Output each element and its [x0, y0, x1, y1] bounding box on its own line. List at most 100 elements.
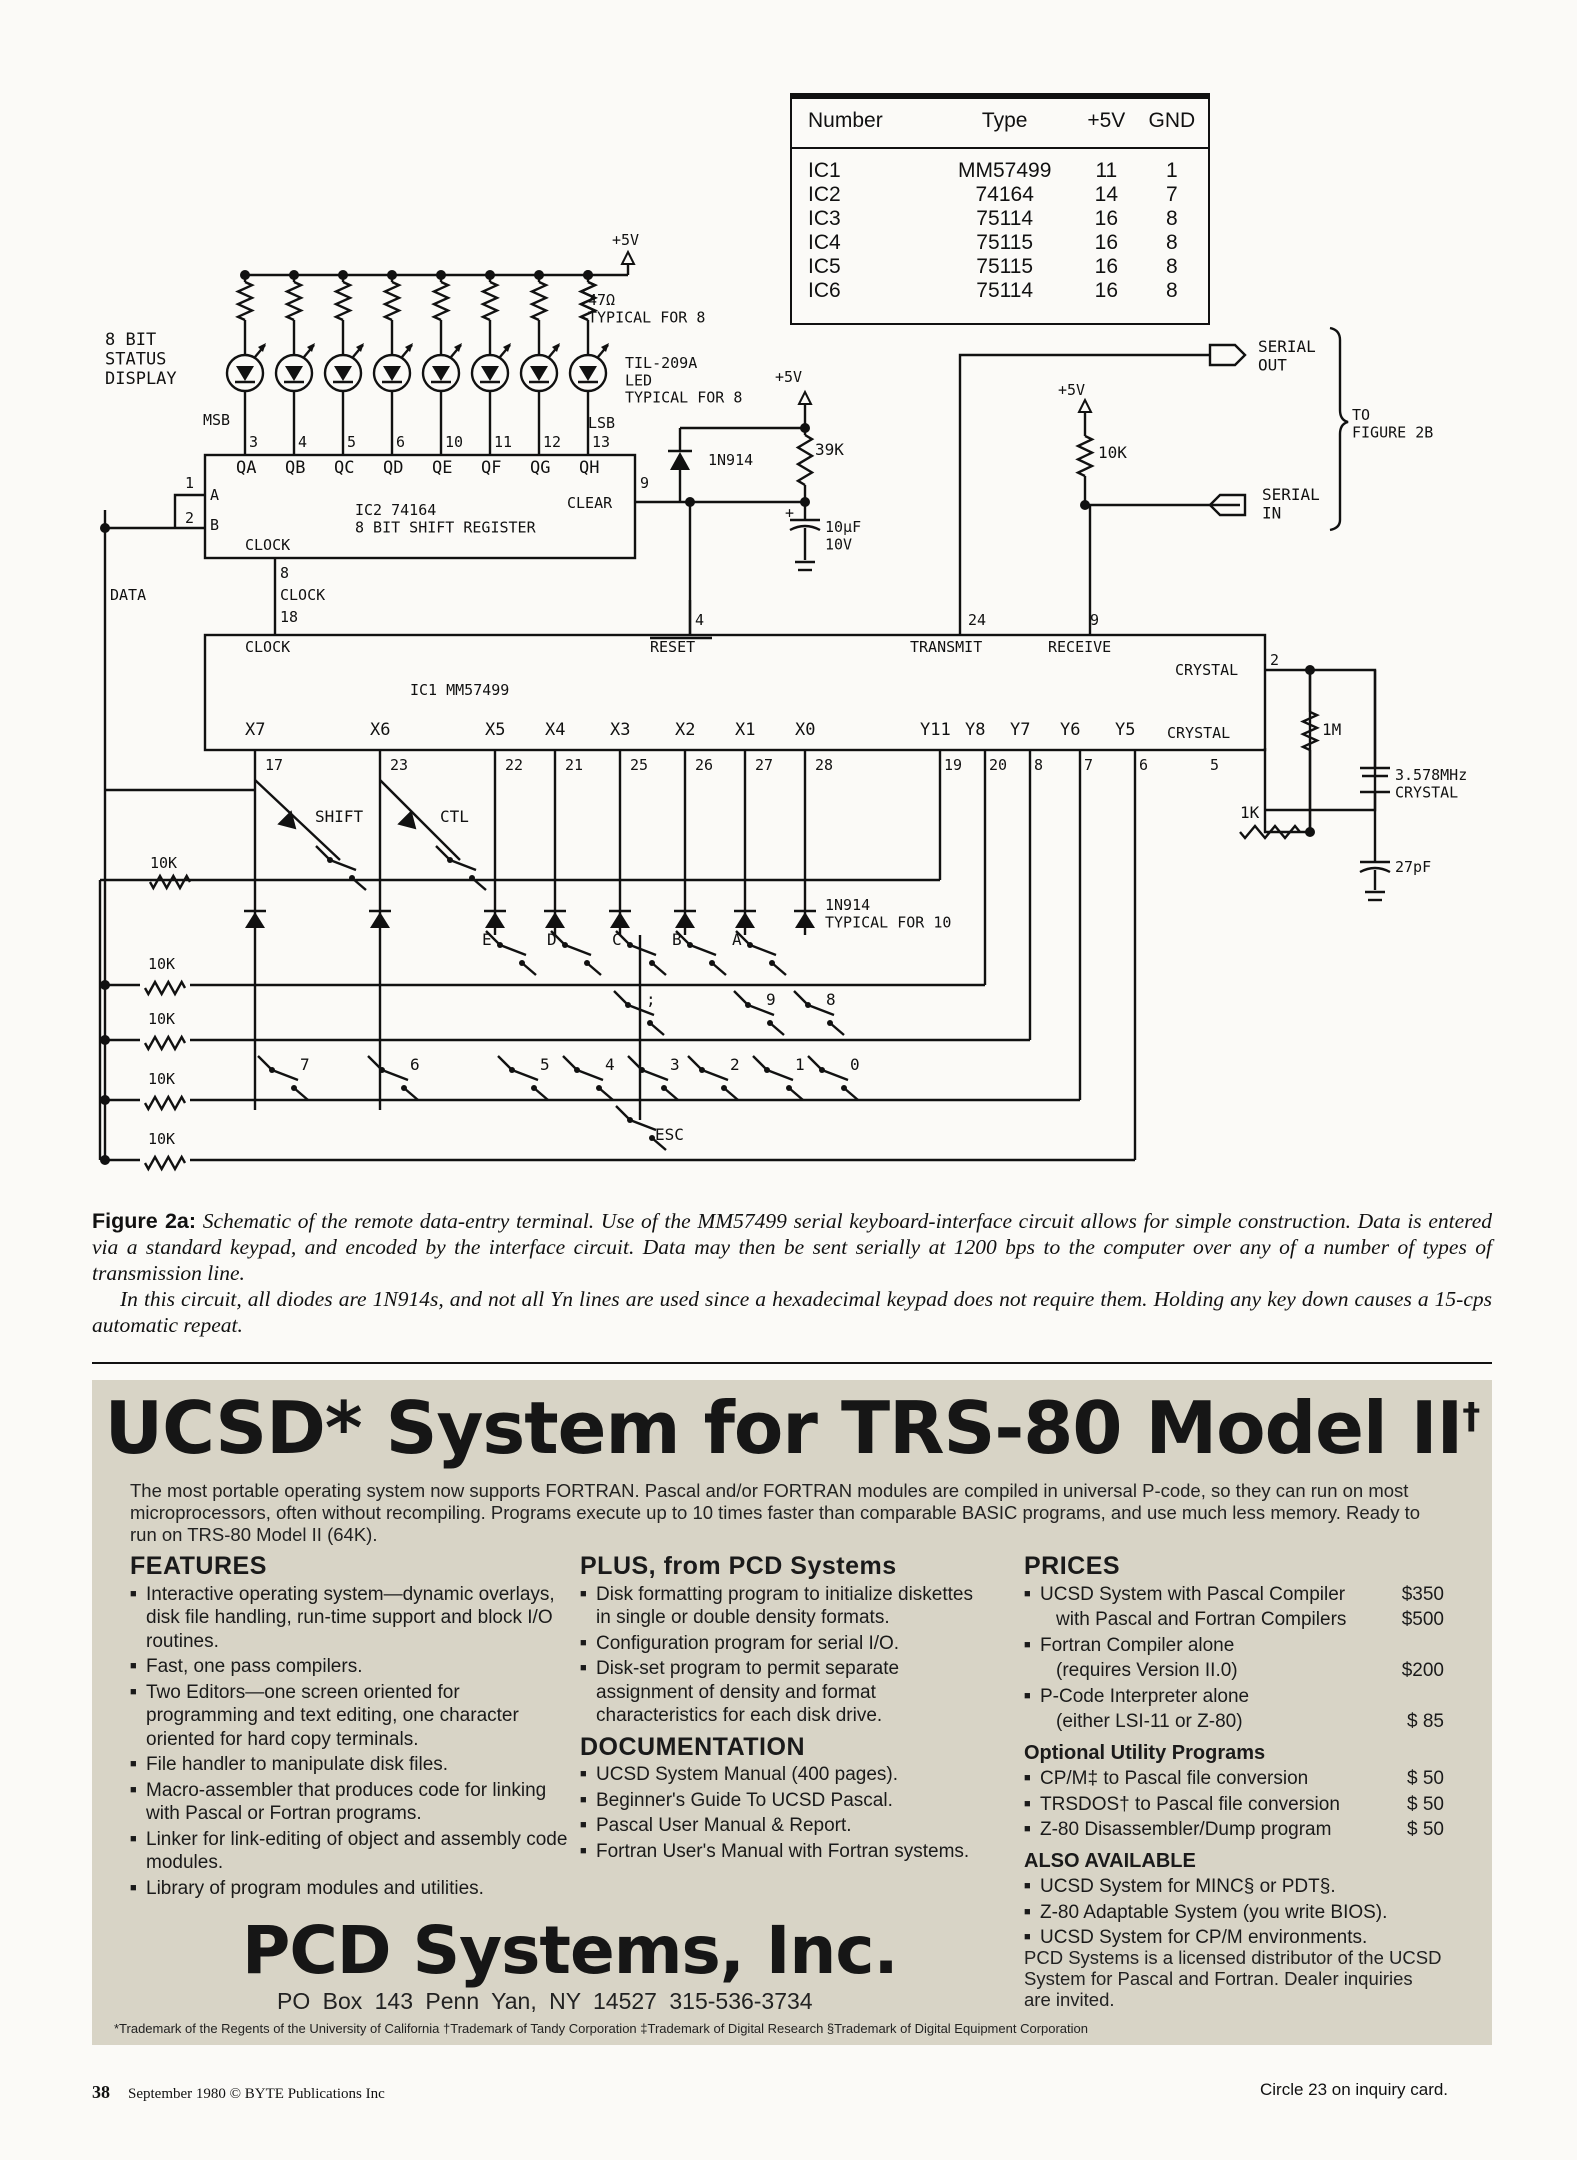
- resistor: [143, 979, 187, 997]
- ic1-crystal-label: CRYSTAL: [1175, 661, 1238, 679]
- shift-key-label: SHIFT: [315, 807, 364, 826]
- led: [334, 366, 352, 381]
- key-switch: [564, 943, 592, 957]
- wire: [254, 779, 341, 861]
- pin-table-cell: 16: [1094, 231, 1119, 254]
- ic1-pin-4: 4: [695, 611, 704, 629]
- wire: [1263, 748, 1310, 834]
- ic1-x-label: X7: [245, 720, 265, 740]
- list-item: (either LSI-11 or Z-80)$ 85: [1056, 1711, 1444, 1732]
- resistor: [1075, 434, 1095, 478]
- wire: [635, 500, 692, 635]
- key-label: 6: [410, 1055, 420, 1074]
- vcc-arrow: [620, 249, 636, 265]
- pin-table-cell: 14: [1094, 183, 1119, 206]
- key-switch: [533, 1087, 549, 1101]
- wire: [680, 405, 807, 430]
- pin-table-header: GND: [1135, 99, 1208, 149]
- key-switch: [701, 1068, 729, 1082]
- led: [323, 353, 363, 393]
- sr-output-label: QE: [432, 458, 452, 478]
- led: [356, 343, 364, 352]
- junction-dot: [100, 1035, 110, 1045]
- key-switch: [629, 1118, 657, 1132]
- pin-table-header: Number: [792, 99, 933, 149]
- ic2-shift-register: [203, 453, 637, 560]
- junction-dot: [800, 423, 810, 433]
- key-switch: [723, 1087, 739, 1101]
- ic1-y-pin: 7: [1084, 756, 1093, 774]
- key-switch: [293, 1087, 309, 1101]
- ic1-x-label: X5: [485, 720, 505, 740]
- key-switch: [829, 1022, 845, 1036]
- sr-output-label: QC: [334, 458, 354, 478]
- wire: [173, 493, 205, 505]
- junction-dot: [485, 270, 495, 280]
- diode-label: 1N914: [708, 451, 753, 469]
- ic1-y-label: Y6: [1060, 720, 1080, 740]
- junction-dot: [1305, 827, 1315, 837]
- capacitor-27pf-label: 27pF: [1395, 858, 1431, 876]
- list-item: CP/M‡ to Pascal file conversion$ 50: [1024, 1767, 1444, 1791]
- list-item: Fortran Compiler alone: [1024, 1634, 1444, 1658]
- led: [519, 353, 559, 393]
- key-switch: [615, 930, 631, 946]
- led: [579, 366, 597, 381]
- list-item: Disk-set program to permit separate assi…: [580, 1657, 992, 1728]
- ic1-y-label: Y11: [920, 720, 951, 740]
- ic1-receive-label: RECEIVE: [1048, 638, 1111, 656]
- wire: [379, 779, 461, 861]
- key-switch: [735, 930, 751, 946]
- row-resistor-label: 10K: [148, 1130, 175, 1148]
- caption-label: Figure 2a:: [92, 1209, 197, 1233]
- vcc-arrow: [1077, 397, 1093, 413]
- key-switch: [435, 845, 451, 861]
- bracket: [1329, 326, 1349, 532]
- key-switch: [675, 930, 691, 946]
- list-item: Macro-assembler that produces code for l…: [130, 1779, 572, 1826]
- key-switch: [788, 1087, 804, 1101]
- key-label: 9: [766, 990, 776, 1009]
- junction-dot: [534, 270, 544, 280]
- section-divider: [92, 1362, 1492, 1364]
- key-switch: [687, 1055, 703, 1071]
- list-item: Beginner's Guide To UCSD Pascal.: [580, 1789, 992, 1813]
- pin-table-cell: IC3: [808, 207, 841, 230]
- key-switch: [752, 1055, 768, 1071]
- resistor-1m-label: 1M: [1322, 720, 1341, 739]
- led: [421, 353, 461, 393]
- key-switch: [663, 1087, 679, 1101]
- key-switch: [329, 858, 357, 872]
- sr-output-label: QF: [481, 458, 501, 478]
- row-resistor-label: 10K: [148, 955, 175, 973]
- list-item: Z-80 Disassembler/Dump program$ 50: [1024, 1818, 1444, 1842]
- features-column: FEATURES Interactive operating system—dy…: [130, 1554, 572, 1902]
- key-switch: [689, 943, 717, 957]
- resistor: [480, 280, 500, 322]
- ic1-clock-label: CLOCK: [245, 638, 290, 656]
- resistor: [529, 280, 549, 322]
- ic1-crystal-label: CRYSTAL: [1167, 724, 1230, 742]
- row-resistor-label: 10K: [150, 854, 177, 872]
- ic1-x-label: X6: [370, 720, 390, 740]
- key-label: 8: [826, 990, 836, 1009]
- ctl-diode: [397, 810, 417, 830]
- ic1-y-label: Y8: [965, 720, 985, 740]
- led: [454, 343, 462, 352]
- resistor: [1300, 710, 1320, 752]
- prices-column: PRICES UCSD System with Pascal Compiler$…: [1024, 1554, 1444, 1952]
- sr-pin-number: 10: [445, 433, 463, 451]
- sr-pin-number: 11: [494, 433, 512, 451]
- resistor: [431, 280, 451, 322]
- ucsd-advertisement: UCSD* System for TRS-80 Model II† The mo…: [92, 1380, 1492, 2045]
- resistor-10k-label: 10K: [1098, 443, 1127, 462]
- ic1-pin-9: 9: [1090, 611, 1099, 629]
- key-label: D: [547, 930, 557, 949]
- led: [274, 353, 314, 393]
- capacitor: [1359, 866, 1391, 874]
- list-item: Disk formatting program to initialize di…: [580, 1583, 992, 1630]
- pin-table-cell: IC2: [808, 183, 841, 206]
